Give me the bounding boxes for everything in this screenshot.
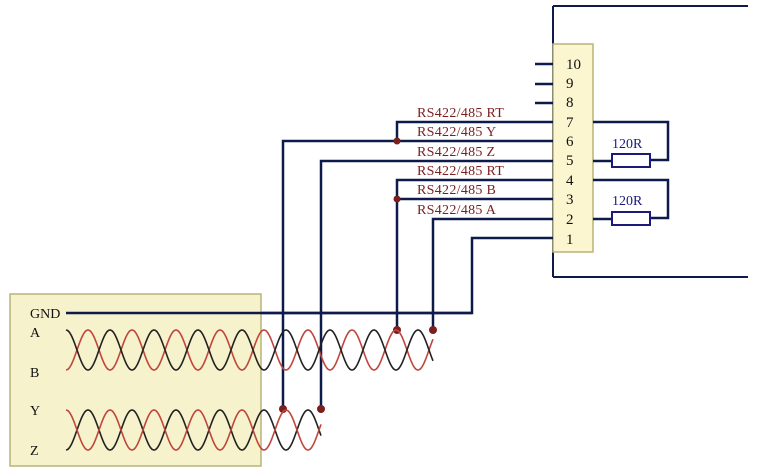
cable-label-b: B	[30, 366, 39, 381]
wire-z	[319, 159, 553, 409]
cable-panel	[9, 293, 262, 467]
twisted-wire-z	[65, 409, 322, 451]
signal-label: RS422/485 RT	[417, 164, 504, 179]
pin-number: 4	[566, 173, 574, 189]
pin-number: 10	[566, 57, 581, 73]
pin-number: 2	[566, 212, 574, 228]
resistor-label: 120R	[612, 194, 643, 209]
terminal-pin-numbers: 10 9 8 7 6 5 4 3 2 1	[566, 57, 581, 248]
wire-pin7	[395, 120, 553, 141]
pin-number: 6	[566, 134, 574, 150]
resistor-label: 120R	[612, 137, 643, 152]
resistor-body	[611, 153, 651, 168]
pin-number: 9	[566, 76, 574, 92]
pin-number: 5	[566, 153, 574, 169]
cable-label-a: A	[30, 326, 41, 341]
wire-a	[431, 217, 553, 330]
terminal-block	[552, 43, 594, 253]
cable-label-z: Z	[30, 444, 39, 459]
signal-label: RS422/485 B	[417, 183, 496, 198]
twisted-wire-b	[65, 329, 434, 371]
wire-y	[281, 139, 553, 409]
cable-labels: GND A B Y Z	[30, 307, 60, 459]
pin-number: 3	[566, 192, 574, 208]
signal-label: RS422/485 Y	[417, 125, 496, 140]
cable-label-y: Y	[30, 404, 40, 419]
signal-label: RS422/485 Z	[417, 145, 495, 160]
twisted-wire-a	[65, 329, 434, 371]
unused-pin-stubs	[535, 62, 553, 105]
twisted-pair-ab	[65, 329, 434, 371]
termination-resistor-2: 120R	[593, 178, 670, 226]
signal-labels: RS422/485 RT RS422/485 Y RS422/485 Z RS4…	[417, 106, 504, 218]
signal-label: RS422/485 RT	[417, 106, 504, 121]
signal-label: RS422/485 A	[417, 203, 497, 218]
twisted-pair-yz	[65, 409, 322, 451]
twisted-wire-y	[65, 409, 322, 451]
resistor-body	[611, 211, 651, 226]
pin-number: 1	[566, 232, 574, 248]
cable-label-gnd: GND	[30, 307, 60, 322]
pin-number: 8	[566, 95, 574, 111]
wire-pin4	[395, 178, 553, 199]
termination-resistor-1: 120R	[593, 120, 670, 168]
pin-number: 7	[566, 115, 574, 131]
